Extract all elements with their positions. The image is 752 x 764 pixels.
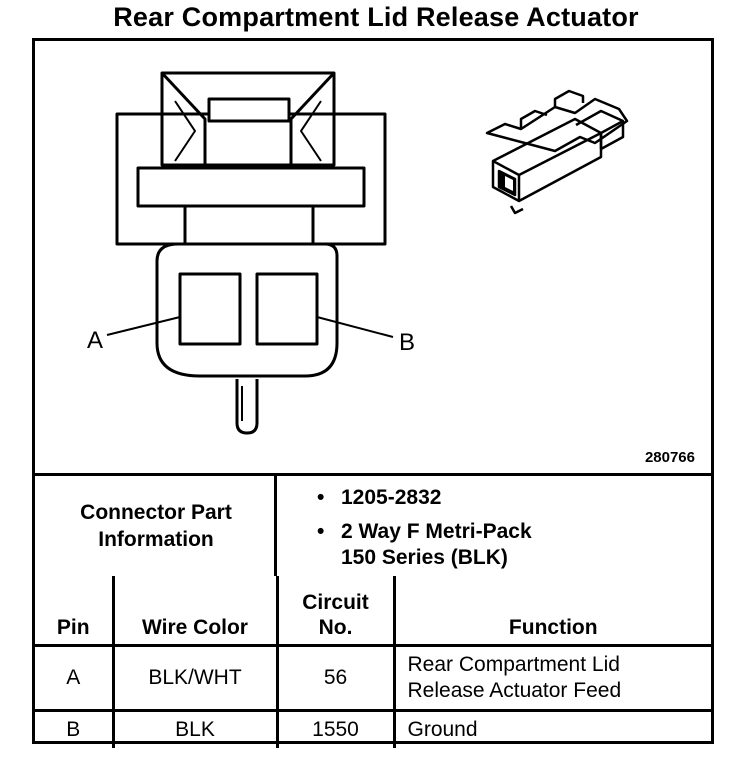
connector-face-drawing <box>115 71 387 435</box>
pin-b-callout: B <box>399 329 415 356</box>
function-cell: Rear Compartment Lid Release Actuator Fe… <box>392 644 711 712</box>
connector-info-list: • 1205-2832 • 2 Way F Metri-Pack 150 Ser… <box>317 485 532 571</box>
info-divider <box>274 476 277 576</box>
wire-color-cell: BLK/WHT <box>111 644 279 712</box>
diagram-title: Rear Compartment Lid Release Actuator <box>113 2 639 32</box>
isometric-connector-drawing <box>485 89 629 215</box>
header-circuit: Circuit No. <box>275 576 396 647</box>
part-number: 1205-2832 <box>341 486 442 509</box>
header-function: Function <box>392 576 711 647</box>
pin-cell: A <box>35 644 115 712</box>
circuit-cell: 56 <box>275 644 396 712</box>
pin-cell: B <box>35 709 115 748</box>
header-circuit-line2: No. <box>318 616 353 639</box>
connector-info-item: • 1205-2832 <box>317 485 532 511</box>
bullet-icon: • <box>317 520 325 543</box>
pin-table: Pin Wire Color Circuit No. Function A BL… <box>35 576 711 748</box>
function-line1: Rear Compartment Lid <box>407 653 620 676</box>
header-pin: Pin <box>35 576 115 647</box>
table-row: B BLK 1550 Ground <box>35 709 711 748</box>
pin-a-cavity <box>178 272 242 346</box>
diagram-separator <box>35 473 711 476</box>
function-line2: Release Actuator Feed <box>407 679 622 702</box>
bullet-icon: • <box>317 486 325 509</box>
circuit-cell: 1550 <box>275 709 396 748</box>
connector-info-item: • 2 Way F Metri-Pack 150 Series (BLK) <box>317 519 532 571</box>
connector-info-label: Connector Part Information <box>35 476 277 576</box>
connector-type-line2: 150 Series (BLK) <box>341 546 508 569</box>
connector-type-line1: 2 Way F Metri-Pack <box>341 520 532 543</box>
connector-info-label-line2: Information <box>98 528 214 551</box>
table-row: A BLK/WHT 56 Rear Compartment Lid Releas… <box>35 644 711 712</box>
leader-a <box>106 316 181 336</box>
header-wire-color: Wire Color <box>111 576 279 647</box>
wire-color-cell: BLK <box>111 709 279 748</box>
connector-info-label-line1: Connector Part <box>80 501 232 524</box>
pin-b-cavity <box>255 272 319 346</box>
function-cell: Ground <box>392 709 711 748</box>
connector-diagram: A B <box>87 71 629 435</box>
connector-frame: A B 280766 Connector Part Information • … <box>32 38 714 748</box>
leader-b <box>316 316 394 338</box>
pin-table-header-row: Pin Wire Color Circuit No. Function <box>35 576 711 647</box>
pin-a-callout: A <box>87 327 103 354</box>
figure-number: 280766 <box>644 449 695 466</box>
header-circuit-line1: Circuit <box>302 591 369 614</box>
